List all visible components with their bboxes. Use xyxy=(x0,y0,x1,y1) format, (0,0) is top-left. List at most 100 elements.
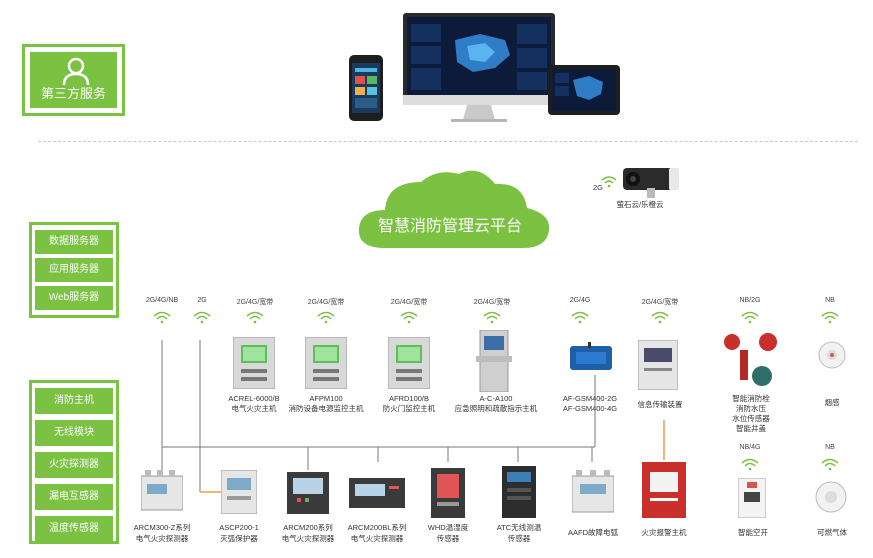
afrd100-model: AFRD100/B xyxy=(388,394,430,403)
third-party-service-box: 第三方服务 xyxy=(22,44,125,116)
phone-icon xyxy=(349,55,383,121)
smoke-detector-name: 烟感 xyxy=(824,398,840,407)
arcm200bl-model: ARCM200BL系列 xyxy=(347,523,407,532)
cloud-shape xyxy=(358,170,550,248)
camera-signal: 2G xyxy=(592,183,603,192)
arcm200-model: ARCM200系列 xyxy=(283,523,333,532)
arcm200bl-image xyxy=(349,478,405,508)
server-group: 数据服务器 应用服务器 Web服务器 xyxy=(29,222,119,318)
afpm100-name: 消防设备电源监控主机 xyxy=(288,404,364,413)
signal-label-6: 2G/4G/宽带 xyxy=(473,299,511,306)
arcm200bl-name: 电气火灾探测器 xyxy=(350,534,404,543)
fire-detector-category: 火灾探测器 xyxy=(35,452,113,478)
smart-hydrant-name: 智能消防栓 xyxy=(732,394,770,403)
tablet-icon xyxy=(548,65,620,115)
wifi-icon xyxy=(400,311,418,325)
whd-name-line2: 传感器 xyxy=(436,534,460,543)
water-level-sensor-name: 水位传感器 xyxy=(732,414,770,423)
camera-caption: 萤石云/乐橙云 xyxy=(616,200,664,209)
wifi-icon xyxy=(483,311,501,325)
signal-label-12: NB xyxy=(825,444,835,451)
fire-water-pressure-name: 消防水压 xyxy=(736,404,766,413)
divider xyxy=(38,141,858,142)
whd-sensor-image xyxy=(431,468,465,518)
atc-name-line1: ATC无线测温 xyxy=(496,523,542,532)
signal-label-2: 2G xyxy=(197,297,207,304)
emergency-lighting-name: 应急照明和疏散指示主机 xyxy=(454,404,538,413)
gas-detector-name: 可燃气体 xyxy=(817,528,847,537)
arcm200-name: 电气火灾探测器 xyxy=(281,534,335,543)
signal-label-1: 2G/4G/NB xyxy=(145,297,179,304)
fire-alarm-host-name: 火灾报警主机 xyxy=(641,528,687,537)
wifi-icon xyxy=(741,458,759,472)
signal-label-8: 2G/4G/宽带 xyxy=(641,299,679,306)
ascp200-model: ASCP200-1 xyxy=(219,523,259,532)
afrd100-name: 防火门监控主机 xyxy=(382,404,436,413)
afrd100-panel-image xyxy=(388,337,430,389)
temperature-sensor-category: 温度传感器 xyxy=(35,516,113,542)
wifi-icon xyxy=(571,311,589,325)
bus-lines xyxy=(161,340,665,493)
wifi-icon xyxy=(246,311,264,325)
application-server: 应用服务器 xyxy=(35,258,113,282)
atc-sensor-image xyxy=(502,466,536,518)
wifi-icon xyxy=(193,311,211,325)
fire-alarm-host-image xyxy=(642,462,686,518)
smoke-detector-image xyxy=(818,341,846,369)
acrel-6000-panel-image xyxy=(233,337,275,389)
signal-label-7: 2G/4G xyxy=(569,297,591,304)
user-icon xyxy=(62,57,90,86)
afpm100-panel-image xyxy=(305,337,347,389)
camera-wifi-icon xyxy=(601,176,617,188)
signal-label-5: 2G/4G/宽带 xyxy=(390,299,428,306)
gas-detector-image xyxy=(815,481,847,513)
smart-hydrant-image xyxy=(724,333,777,386)
smart-manhole-name: 智能井盖 xyxy=(736,424,766,433)
wifi-icon xyxy=(821,311,839,325)
smart-breaker-image xyxy=(738,478,766,518)
web-server: Web服务器 xyxy=(35,286,113,310)
wifi-icon xyxy=(821,458,839,472)
ascp200-image xyxy=(221,470,257,514)
info-transmission-device-image xyxy=(638,340,678,390)
signal-label-9: NB/2G xyxy=(739,297,761,304)
wifi-icon xyxy=(741,311,759,325)
data-server: 数据服务器 xyxy=(35,230,113,254)
fire-host-category: 消防主机 xyxy=(35,388,113,414)
aafd-name: AAFD故障电弧 xyxy=(567,528,618,537)
signal-label-3: 2G/4G/宽带 xyxy=(236,299,274,306)
emergency-lighting-host-image xyxy=(476,330,512,392)
third-party-label: 第三方服务 xyxy=(40,86,106,101)
aafd-image xyxy=(572,470,614,513)
wifi-icon xyxy=(651,311,669,325)
arcm300-name: 电气火灾探测器 xyxy=(135,534,189,543)
monitor-icon xyxy=(403,13,555,122)
arcm200-image xyxy=(287,472,329,514)
acrel-6000-model: ACREL-6000/B xyxy=(228,394,280,403)
afpm100-model: AFPM100 xyxy=(309,394,343,403)
camera-icon xyxy=(623,168,679,198)
signal-label-11: NB/4G xyxy=(739,444,761,451)
third-party-service-panel: 第三方服务 xyxy=(30,52,117,108)
smart-breaker-name: 智能空开 xyxy=(738,528,768,537)
wireless-module-category: 无线模块 xyxy=(35,420,113,446)
wifi-icon xyxy=(153,311,171,325)
gsm-model-4g: AF-GSM400-4G xyxy=(562,404,618,413)
ascp200-name: 灭弧保护器 xyxy=(220,534,258,543)
whd-name-line1: WHD温湿度 xyxy=(427,523,469,532)
wifi-icon xyxy=(317,311,335,325)
gsm-model-2g: AF-GSM400-2G xyxy=(562,394,618,403)
leakage-transformer-category: 漏电互感器 xyxy=(35,484,113,510)
emergency-lighting-model: A-C-A100 xyxy=(479,394,513,403)
info-transmission-name: 信息传输装置 xyxy=(637,400,683,409)
gsm-module-image xyxy=(570,342,612,370)
acrel-6000-name: 电气火灾主机 xyxy=(231,404,277,413)
cloud-platform-label: 智慧消防管理云平台 xyxy=(377,218,522,235)
terminal-devices xyxy=(349,13,620,122)
arcm300-image xyxy=(141,470,183,511)
signal-label-4: 2G/4G/宽带 xyxy=(307,299,345,306)
arcm300-model: ARCM300-Z系列 xyxy=(133,523,191,532)
signal-label-10: NB xyxy=(825,297,835,304)
device-category-group: 消防主机 无线模块 火灾探测器 漏电互感器 温度传感器 xyxy=(29,380,119,544)
